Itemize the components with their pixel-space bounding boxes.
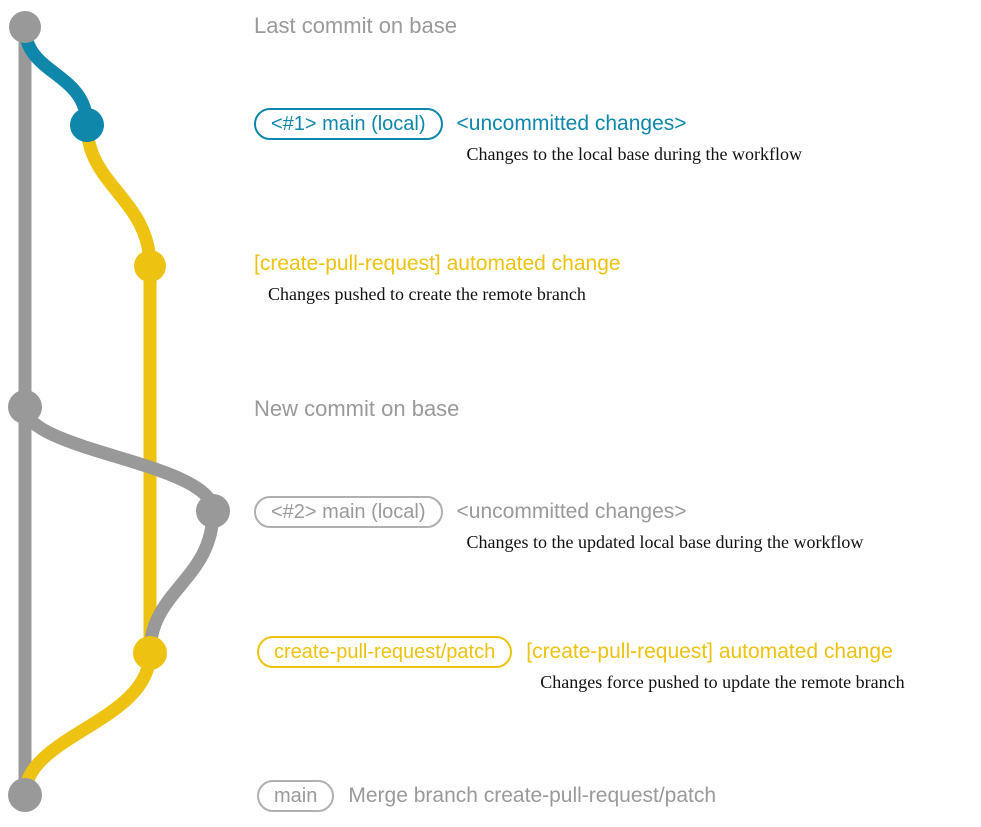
commit-subject-patch-commit-2: [create-pull-request] automated change (526, 640, 893, 663)
ref-pill-main-local-2[interactable]: <#2> main (local) (254, 496, 443, 528)
commit-subject-merge-commit: Merge branch create-pull-request/patch (348, 784, 717, 807)
commit-nodes (8, 11, 230, 812)
commit-node-merge (8, 778, 42, 812)
edge-local2-to-patch2 (143, 504, 220, 660)
edge-patch2-to-merge (18, 646, 157, 802)
commit-node-patch-2 (133, 636, 167, 670)
commit-subject-local-commit-1: <uncommitted changes> (456, 112, 687, 135)
commit-text-local-commit-1: <uncommitted changes> Changes to the loc… (457, 108, 802, 166)
commit-note-patch-commit-2: Changes force pushed to update the remot… (540, 672, 905, 692)
commit-note-patch-commit-1: Changes pushed to create the remote bran… (268, 284, 586, 304)
heading-new-commit-on-base: New commit on base (254, 396, 460, 421)
ref-pill-create-pull-request-patch[interactable]: create-pull-request/patch (257, 636, 513, 668)
commit-subject-local-commit-2: <uncommitted changes> (456, 500, 687, 523)
heading-last-commit-on-base: Last commit on base (254, 13, 457, 38)
commit-node-patch-1 (134, 250, 166, 282)
commit-text-patch-commit-2: [create-pull-request] automated change C… (526, 636, 904, 694)
commit-node-local-2 (196, 494, 230, 528)
commit-subject-patch-commit-1: [create-pull-request] automated change (254, 252, 621, 275)
commit-node-base-1 (9, 11, 41, 43)
ref-pill-main[interactable]: main (257, 780, 335, 812)
edge-base2-to-local2 (18, 400, 220, 518)
commit-note-local-commit-2: Changes to the updated local base during… (466, 532, 864, 552)
commit-text-local-commit-2: <uncommitted changes> Changes to the upd… (457, 496, 864, 554)
ref-pill-main-local-1[interactable]: <#1> main (local) (254, 108, 443, 140)
edge-local1-to-patch1 (80, 118, 157, 273)
row-merge-commit: main Merge branch create-pull-request/pa… (257, 780, 716, 812)
commit-node-local-1 (70, 108, 104, 142)
row-patch-commit-2: create-pull-request/patch [create-pull-r… (257, 636, 905, 694)
row-local-commit-1: <#1> main (local) <uncommitted changes> … (254, 108, 802, 166)
row-patch-commit-1: [create-pull-request] automated change C… (254, 248, 621, 306)
commit-note-local-commit-1: Changes to the local base during the wor… (466, 144, 802, 164)
commit-node-base-2 (8, 390, 42, 424)
commit-text-patch-commit-1: [create-pull-request] automated change C… (254, 248, 621, 306)
row-local-commit-2: <#2> main (local) <uncommitted changes> … (254, 496, 863, 554)
